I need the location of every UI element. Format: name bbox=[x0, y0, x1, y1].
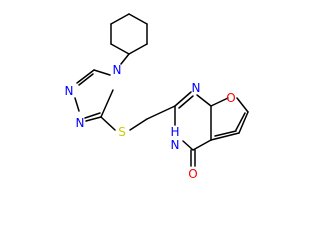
furan-ring bbox=[210, 97, 249, 141]
molecule-svg: N N N S N H N O O bbox=[65, 13, 249, 181]
atom-label-nh: N bbox=[171, 138, 180, 152]
cyclohexyl-ring bbox=[110, 13, 148, 55]
triazole-ring bbox=[74, 69, 114, 122]
atom-label-n: N bbox=[76, 116, 85, 130]
bond-ch2-c2 bbox=[146, 105, 176, 120]
bond-cyclohexyl-n bbox=[120, 53, 130, 65]
atom-label-s: S bbox=[118, 125, 126, 139]
atom-label-n: N bbox=[192, 81, 201, 95]
pyrimidinone-ring bbox=[174, 91, 212, 151]
bond-c-s bbox=[100, 116, 116, 131]
molecule-diagram: N N N S N H N O O bbox=[65, 13, 249, 181]
atom-label-h: H bbox=[170, 125, 179, 139]
atom-label-n: N bbox=[113, 63, 122, 77]
bond-s-ch2 bbox=[129, 118, 148, 131]
keto-bond bbox=[190, 149, 196, 167]
atom-label-n: N bbox=[65, 84, 74, 98]
atom-label-o: O bbox=[226, 91, 235, 105]
atom-label-o: O bbox=[188, 167, 197, 181]
